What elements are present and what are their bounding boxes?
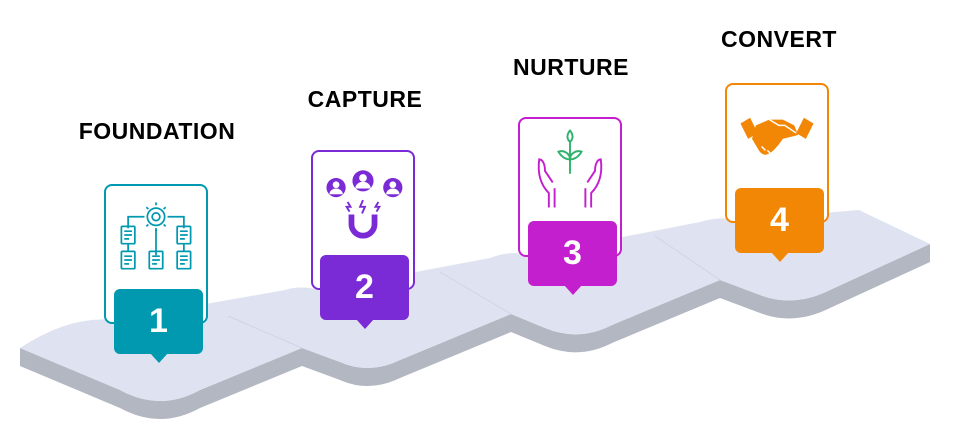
road-top (20, 210, 930, 401)
hands-plant-icon (537, 129, 603, 208)
road-fold-lines (227, 235, 721, 349)
step-badge-1: 1 (114, 289, 203, 363)
step-badge-2: 2 (320, 255, 409, 329)
magnet-people-icon (326, 170, 403, 239)
handshake-icon (740, 117, 814, 156)
step-title-foundation: FOUNDATION (78, 118, 236, 144)
step-title-capture: CAPTURE (307, 86, 423, 112)
road-side (20, 244, 930, 419)
step-title-nurture: NURTURE (513, 54, 629, 80)
step-title-convert: CONVERT (721, 26, 837, 52)
step-badge-4: 4 (735, 188, 824, 262)
step-badge-3: 3 (528, 221, 617, 295)
workflow-gear-documents-icon (120, 202, 192, 270)
